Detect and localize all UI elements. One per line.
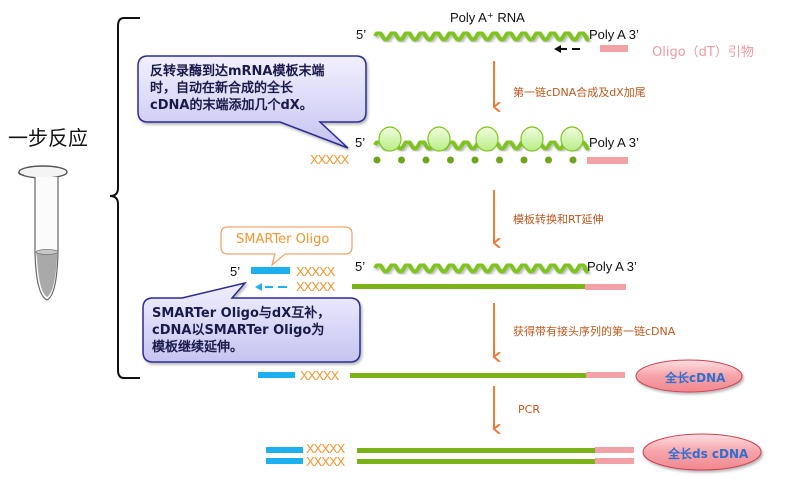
poly-a-pink-row5-top xyxy=(595,447,634,453)
callout-bottom-bubble xyxy=(142,281,361,363)
nucleotide-dot xyxy=(545,156,552,164)
poly-a-pink-row5-bottom xyxy=(595,458,634,464)
dx-row4: XXXXX xyxy=(300,368,339,383)
enzyme-blob xyxy=(427,126,451,152)
cdna-strand-row5-bottom xyxy=(357,459,595,464)
callout-top-line-1: 反转录酶到达mRNA模板末端 xyxy=(150,64,325,79)
full-length-ds-cdna-oval xyxy=(642,433,762,471)
callout-top-line-3: cDNA的末端添加几个dX。 xyxy=(150,98,313,113)
full-length-cdna-label: 全长cDNA xyxy=(665,371,726,385)
step-label-3: 获得带有接头序列的第一链cDNA xyxy=(513,325,676,338)
nucleotide-dot xyxy=(373,156,381,164)
nucleotide-dot xyxy=(447,156,454,164)
dx-row5-top: XXXXX xyxy=(306,441,345,456)
cdna-strand-row5-top xyxy=(357,448,595,453)
smarter-bar-row4 xyxy=(258,372,295,378)
dx-row3-top: XXXXX xyxy=(296,264,335,279)
five-prime-label-row1: 5’ xyxy=(356,27,367,42)
enzyme-blob xyxy=(378,126,402,152)
reverse-transcriptase-blobs xyxy=(378,126,584,152)
callout-top-text: 反转录酶到达mRNA模板末端 时，自动在新合成的全长 cDNA的末端添加几个dX… xyxy=(150,63,325,114)
smarter-bar-row5-bottom xyxy=(266,458,303,464)
step-label-1: 第一链cDNA合成及dX加尾 xyxy=(513,86,646,99)
callout-top-line-2: 时，自动在新合成的全长 xyxy=(150,81,294,96)
step-label-2: 模板转换和RT延伸 xyxy=(513,213,604,226)
poly-a-pink-row4 xyxy=(586,372,625,378)
full-length-cdna-oval xyxy=(635,359,743,393)
dx-row3-bottom: XXXXX xyxy=(296,279,335,294)
enzyme-blob xyxy=(520,126,544,152)
poly-a-pink-row2 xyxy=(587,157,628,164)
smarter-oligo-label: SMARTer Oligo xyxy=(236,232,330,247)
cdna-strand-row3 xyxy=(352,284,585,289)
smarter-oligo-bar xyxy=(251,267,290,274)
oligo-dt-primer-label: Oligo（dT）引物 xyxy=(652,45,754,60)
callout-bottom-line-1: SMARTer Oligo与dX互补， xyxy=(152,306,331,321)
nascent-cdna-dots xyxy=(373,156,577,164)
nucleotide-dot xyxy=(569,156,577,164)
step-label-4: PCR xyxy=(518,403,540,416)
poly-a-pink-row3 xyxy=(585,284,626,290)
primer-direction-arrow xyxy=(554,45,580,53)
smarter-label-bubble xyxy=(220,226,353,267)
full-length-ds-cdna-label: 全长ds cDNA xyxy=(668,447,749,461)
brace xyxy=(109,17,140,379)
poly-a-3-label-row1: Poly A 3’ xyxy=(589,27,639,42)
five-prime-label-oligo: 5’ xyxy=(230,264,241,279)
nucleotide-dot xyxy=(496,156,503,164)
dx-tail-row2: XXXXX xyxy=(310,152,349,167)
callout-bottom-line-2: cDNA以SMARTer Oligo为 xyxy=(152,323,325,338)
nucleotide-dot xyxy=(471,156,479,164)
nucleotide-dot xyxy=(520,156,528,164)
microcentrifuge-tube-icon xyxy=(18,165,68,301)
poly-a-3-label-row2: Poly A 3’ xyxy=(589,135,639,150)
smarter-bar-row5-top xyxy=(266,447,303,453)
rna-title: Poly A⁺ RNA xyxy=(450,10,525,25)
nucleotide-dot xyxy=(422,156,430,164)
poly-a-3-label-row3: Poly A 3’ xyxy=(587,259,637,274)
enzyme-blob xyxy=(560,126,584,152)
nucleotide-dot xyxy=(398,156,405,164)
extension-direction-arrow xyxy=(255,283,287,291)
enzyme-blob xyxy=(475,126,499,152)
one-step-reaction-title: 一步反应 xyxy=(8,126,88,150)
five-prime-label-row3: 5’ xyxy=(355,259,366,274)
cdna-strand-row4 xyxy=(350,373,586,378)
callout-bottom-line-3: 模板继续延伸。 xyxy=(152,340,244,355)
rna-strand-row1 xyxy=(373,30,590,42)
callout-bottom-text: SMARTer Oligo与dX互补， cDNA以SMARTer Oligo为 … xyxy=(152,305,330,356)
oligo-dt-primer xyxy=(600,45,628,52)
dx-row5-bottom: XXXXX xyxy=(306,454,345,469)
rna-strand-row3 xyxy=(373,262,589,274)
five-prime-label-row2: 5’ xyxy=(355,135,366,150)
callout-top-bubble xyxy=(137,55,367,149)
